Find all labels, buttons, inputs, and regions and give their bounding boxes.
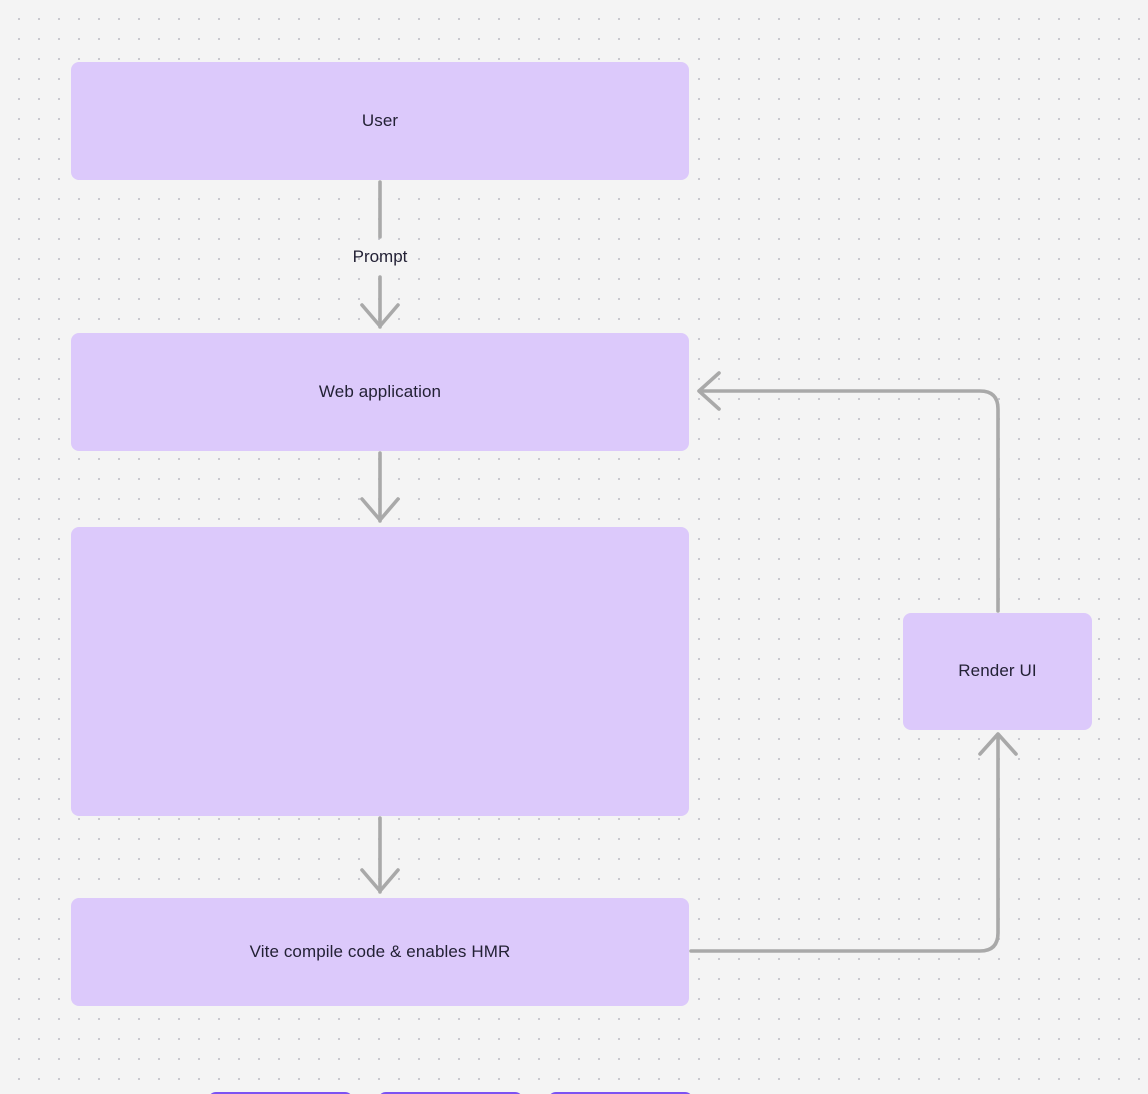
node-user-label: User	[361, 110, 399, 130]
node-html[interactable]: HTML = structure	[208, 1092, 353, 1094]
edge-label-prompt: Prompt	[352, 247, 408, 266]
arrowhead-into-components-top	[360, 497, 400, 522]
arrowhead-into-webapp-top	[360, 303, 400, 328]
edge-render-to-webapp	[699, 389, 1000, 613]
node-reusable-react-components[interactable]: HTML = structure CSS = Styles & Layouts …	[71, 527, 693, 1094]
node-css[interactable]: CSS = Styles & Layouts	[378, 1092, 523, 1094]
node-user[interactable]: User	[71, 62, 689, 180]
node-javascript[interactable]: Javascript = Interactivity	[548, 1092, 693, 1094]
arrowhead-into-vite-top	[360, 868, 400, 893]
node-render-ui-label: Render UI	[958, 661, 1037, 681]
node-render-ui[interactable]: Render UI	[903, 613, 1092, 730]
node-vite-compile-label: Vite compile code & enables HMR	[249, 941, 511, 961]
node-vite-compile[interactable]: Vite compile code & enables HMR	[71, 898, 689, 1006]
node-web-application-label: Web application	[318, 381, 442, 401]
node-web-application[interactable]: Web application	[71, 333, 689, 451]
arrowhead-into-webapp-right	[697, 371, 721, 411]
arrowhead-into-render-bottom	[978, 732, 1018, 756]
edge-vite-to-render	[689, 734, 1000, 953]
